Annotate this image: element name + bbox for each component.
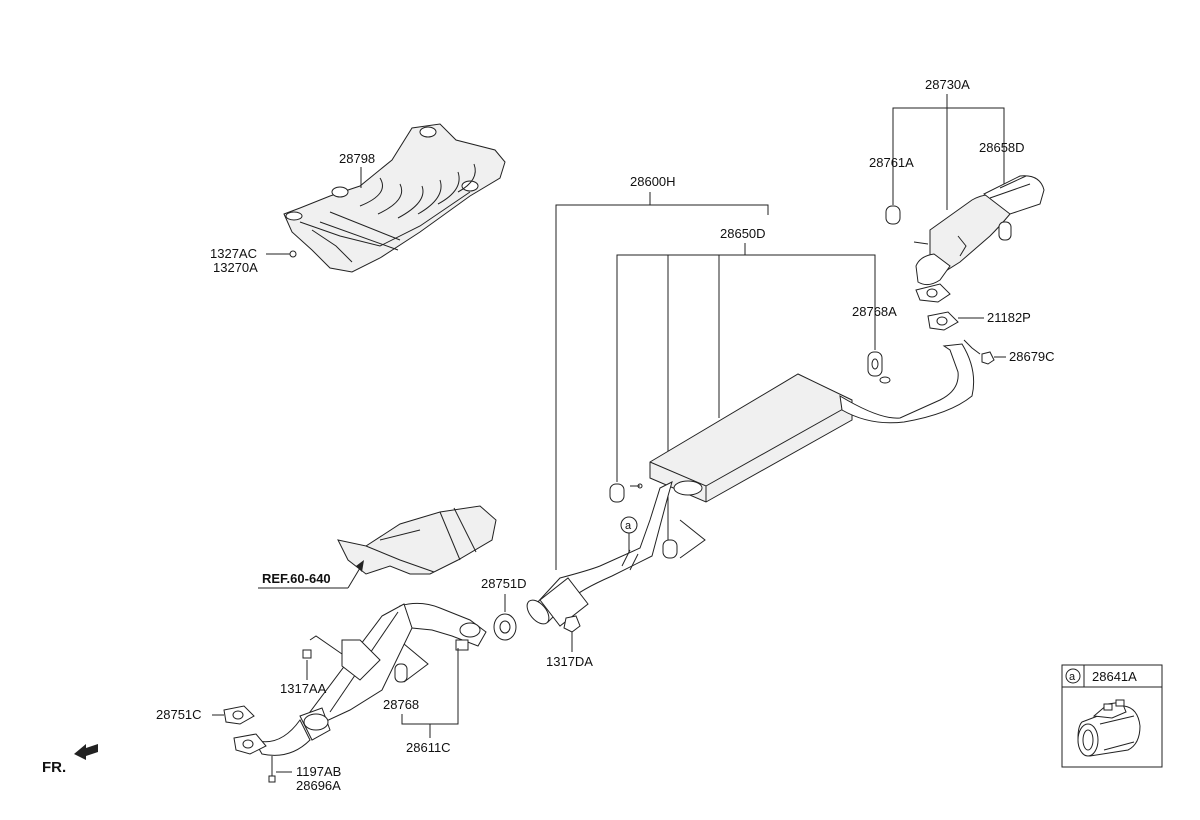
label-1327AC: 1327AC (210, 246, 257, 261)
hanger-28768A (867, 351, 883, 377)
main-muffler (649, 343, 975, 503)
inset-callout-a: a (1069, 671, 1076, 683)
label-28761A: 28761A (869, 155, 914, 170)
nut-28679C (981, 351, 995, 365)
pipe-clamp-icon (1077, 699, 1141, 757)
label-28768A: 28768A (852, 304, 897, 319)
front-pipe-catalytic (252, 602, 487, 756)
label-28679C: 28679C (1009, 349, 1055, 364)
front-arrow-icon (74, 744, 98, 760)
label-28650D: 28650D (720, 226, 766, 241)
bolt-1197AB (268, 756, 276, 783)
gasket-21182P (927, 311, 959, 331)
hanger-28768 (394, 663, 408, 683)
gasket-28751C (223, 705, 255, 725)
label-1317AA: 1317AA (280, 681, 327, 696)
label-13270A: 13270A (213, 260, 258, 275)
hanger-left (609, 483, 625, 503)
center-pipe (526, 481, 673, 627)
label-21182P: 21182P (987, 310, 1031, 325)
label-28798: 28798 (339, 151, 375, 166)
inset-clamp-28641A (1061, 664, 1163, 768)
label-28658D: 28658D (979, 140, 1025, 155)
label-28751D: 28751D (481, 576, 527, 591)
heat-shield-ref (337, 505, 497, 575)
label-28696A: 28696A (296, 778, 341, 793)
ref-label: REF.60-640 (262, 571, 331, 586)
nut-1317AA (302, 649, 312, 659)
heat-shield-28798 (283, 123, 506, 273)
label-1197AB: 1197AB (296, 764, 341, 779)
label-1317DA: 1317DA (546, 654, 593, 669)
inset-part-label: 28641A (1092, 669, 1137, 684)
hanger-28761A (885, 205, 901, 225)
gasket-28751D (493, 613, 517, 641)
nut-1317DA (563, 615, 581, 633)
flange-rear (915, 283, 951, 303)
label-28730A: 28730A (925, 77, 970, 92)
label-28768: 28768 (383, 697, 419, 712)
label-28751C: 28751C (156, 707, 202, 722)
callout-a: a (625, 520, 632, 532)
front-direction-label: FR. (42, 759, 66, 776)
flange-front (233, 733, 267, 755)
label-28600H: 28600H (630, 174, 676, 189)
label-28611C: 28611C (406, 740, 451, 755)
hanger-mid (662, 539, 678, 559)
rear-muffler (913, 175, 1045, 286)
hanger-28658D (998, 221, 1012, 241)
